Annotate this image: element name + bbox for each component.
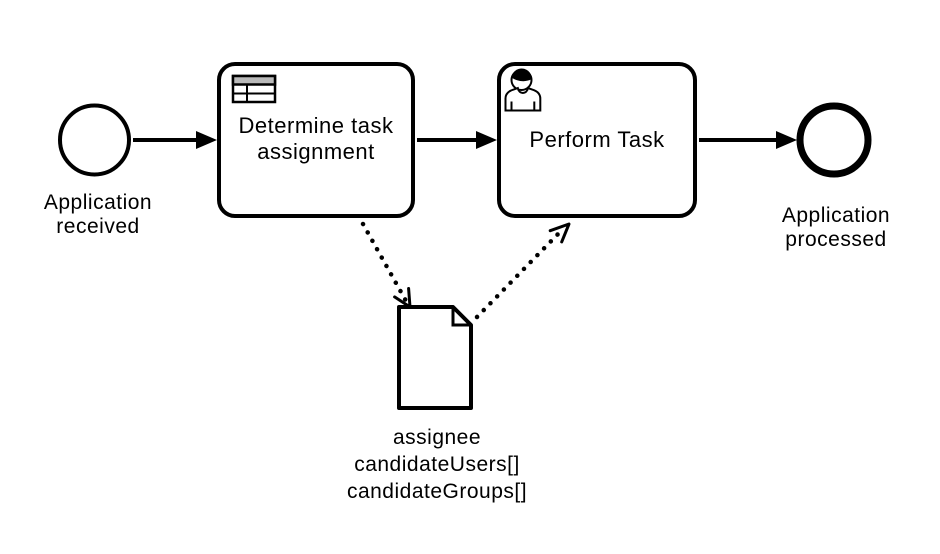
document-outline [397, 305, 473, 410]
end-event[interactable] [796, 102, 872, 178]
task-perform-label: Perform Task [529, 127, 665, 152]
task-determine-label: Determine task assignment [238, 113, 394, 164]
data-association-line [474, 229, 563, 320]
task-perform-task[interactable] [497, 62, 697, 218]
start-event-label: Application received [43, 191, 153, 238]
data-association-line [360, 221, 409, 304]
open-arrowhead-icon [548, 222, 571, 244]
sequence-flow-perform-to-end[interactable] [699, 131, 797, 149]
person-hair [511, 68, 532, 82]
end-event-label: Application processed [781, 204, 891, 251]
data-object-shape[interactable] [397, 305, 473, 410]
user-person-icon [504, 68, 542, 112]
start-event[interactable] [58, 103, 131, 177]
data-association-dataobject-to-perform[interactable] [474, 222, 571, 320]
person-torso [504, 86, 542, 112]
data-association-determine-to-dataobject[interactable] [360, 221, 412, 309]
data-object-label: assignee candidateUsers[] candidateGroup… [346, 426, 528, 503]
sequence-flow-determine-to-perform[interactable] [417, 131, 497, 149]
business-rule-table-icon [231, 74, 277, 104]
document-fold-icon [451, 308, 470, 327]
arrowhead-icon [476, 131, 497, 149]
arrowhead-icon [196, 131, 217, 149]
sequence-flow-start-to-determine[interactable] [133, 131, 217, 149]
arrowhead-icon [776, 131, 797, 149]
table-header-row [231, 74, 277, 86]
